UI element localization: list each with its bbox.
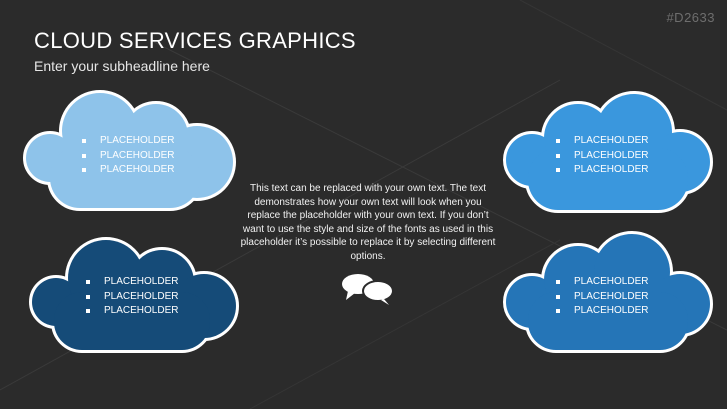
list-item: PLACEHOLDER — [84, 304, 178, 319]
list-item: PLACEHOLDER — [80, 134, 174, 149]
cloud-bottom-left: PLACEHOLDER PLACEHOLDER PLACEHOLDER — [26, 226, 244, 356]
cloud-top-left: PLACEHOLDER PLACEHOLDER PLACEHOLDER — [22, 86, 240, 214]
cloud-top-right-list: PLACEHOLDER PLACEHOLDER PLACEHOLDER — [554, 134, 648, 178]
list-item: PLACEHOLDER — [554, 163, 648, 178]
list-item: PLACEHOLDER — [80, 163, 174, 178]
cloud-top-left-list: PLACEHOLDER PLACEHOLDER PLACEHOLDER — [80, 134, 174, 178]
list-item: PLACEHOLDER — [84, 290, 178, 305]
list-item: PLACEHOLDER — [554, 290, 648, 305]
list-item: PLACEHOLDER — [80, 149, 174, 164]
slide-title: CLOUD SERVICES GRAPHICS — [34, 28, 356, 53]
speech-bubbles-icon — [342, 274, 394, 305]
cloud-top-right-shape — [503, 91, 713, 213]
cloud-top-right: PLACEHOLDER PLACEHOLDER PLACEHOLDER — [498, 88, 716, 216]
cloud-bottom-right-shape — [503, 231, 713, 353]
cloud-bottom-left-list: PLACEHOLDER PLACEHOLDER PLACEHOLDER — [84, 275, 178, 319]
list-item: PLACEHOLDER — [554, 304, 648, 319]
cloud-bottom-left-shape — [29, 237, 239, 353]
cloud-bottom-right-list: PLACEHOLDER PLACEHOLDER PLACEHOLDER — [554, 275, 648, 319]
list-item: PLACEHOLDER — [84, 275, 178, 290]
body-text: This text can be replaced with your own … — [240, 183, 496, 262]
slide-subtitle: Enter your subheadline here — [34, 58, 210, 74]
list-item: PLACEHOLDER — [554, 275, 648, 290]
list-item: PLACEHOLDER — [554, 134, 648, 149]
cloud-bottom-right: PLACEHOLDER PLACEHOLDER PLACEHOLDER — [498, 226, 716, 356]
slide-code: #D2633 — [666, 10, 715, 25]
cloud-top-left-shape — [23, 90, 236, 211]
list-item: PLACEHOLDER — [554, 149, 648, 164]
